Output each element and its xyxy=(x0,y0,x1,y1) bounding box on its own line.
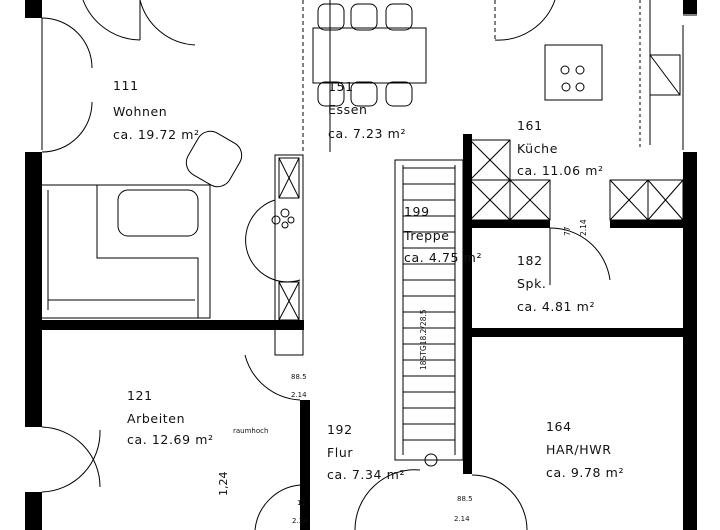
stair-start-marker xyxy=(424,453,438,467)
wall-flur xyxy=(300,400,310,530)
door-spk-top: 77 xyxy=(563,226,572,236)
dining-table xyxy=(312,3,427,107)
room-number-essen: 151 xyxy=(328,79,354,94)
wall-treppe xyxy=(463,134,472,474)
room-name-essen: Essen xyxy=(328,102,368,117)
room-number-treppe: 199 xyxy=(404,204,430,219)
room-name-flur: Flur xyxy=(327,445,354,460)
room-name-har: HAR/HWR xyxy=(546,442,612,457)
room-name-kueche: Küche xyxy=(517,141,558,156)
room-name-wohnen: Wohnen xyxy=(113,104,168,119)
wall-left-exterior xyxy=(25,0,42,18)
room-name-spk: Spk. xyxy=(517,276,547,291)
room-area-essen: ca. 7.23 m² xyxy=(328,126,407,141)
kitchen-furniture xyxy=(469,0,684,221)
shaft-box xyxy=(274,154,304,356)
shaft-cross xyxy=(278,157,300,199)
walls xyxy=(25,0,697,530)
room-area-wohnen: ca. 19.72 m² xyxy=(113,127,200,142)
door-flur-bottom: 2.14 xyxy=(291,391,307,399)
door-flur2-top: 11 xyxy=(297,499,306,507)
wall-right-exterior xyxy=(683,0,697,14)
room-number-arbeiten: 121 xyxy=(127,388,153,403)
room-area-treppe: ca. 4.75 m² xyxy=(404,250,483,265)
room-number-wohnen: 111 xyxy=(113,78,139,93)
room-number-kueche: 161 xyxy=(517,118,543,133)
stair-run-label: 18STG18.2/28.5 xyxy=(419,309,428,370)
wall-spk-top xyxy=(610,220,686,228)
wall-wohnen-arbeiten xyxy=(42,320,304,330)
room-area-flur: ca. 7.34 m² xyxy=(327,467,406,482)
room-name-treppe: Treppe xyxy=(404,228,450,243)
wall-spk-bottom xyxy=(472,328,686,337)
wall-right-exterior xyxy=(683,152,697,530)
room-number-har: 164 xyxy=(546,419,572,434)
door-flur2-bottom: 2.14 xyxy=(292,517,308,525)
door-spk-bottom: 2.14 xyxy=(579,219,588,236)
room-area-spk: ca. 4.81 m² xyxy=(517,299,596,314)
door-har-top: 88.5 xyxy=(457,495,473,503)
wall-left-exterior xyxy=(25,152,42,427)
note-raumhoch: raumhoch xyxy=(233,427,269,435)
wall-left-exterior xyxy=(25,492,42,530)
room-area-kueche: ca. 11.06 m² xyxy=(517,163,604,178)
door-swings xyxy=(41,0,611,530)
room-number-spk: 182 xyxy=(517,253,543,268)
room-number-flur: 192 xyxy=(327,422,353,437)
room-area-arbeiten: ca. 12.69 m² xyxy=(127,432,214,447)
living-furniture xyxy=(42,130,243,319)
door-har-bottom: 2.14 xyxy=(454,515,470,523)
room-area-har: ca. 9.78 m² xyxy=(546,465,625,480)
wall-spk-top xyxy=(472,220,550,228)
room-name-arbeiten: Arbeiten xyxy=(127,411,186,426)
door-flur-top: 88.5 xyxy=(291,373,307,381)
dim-124: 1,24 xyxy=(217,471,230,497)
staircase xyxy=(394,159,464,461)
